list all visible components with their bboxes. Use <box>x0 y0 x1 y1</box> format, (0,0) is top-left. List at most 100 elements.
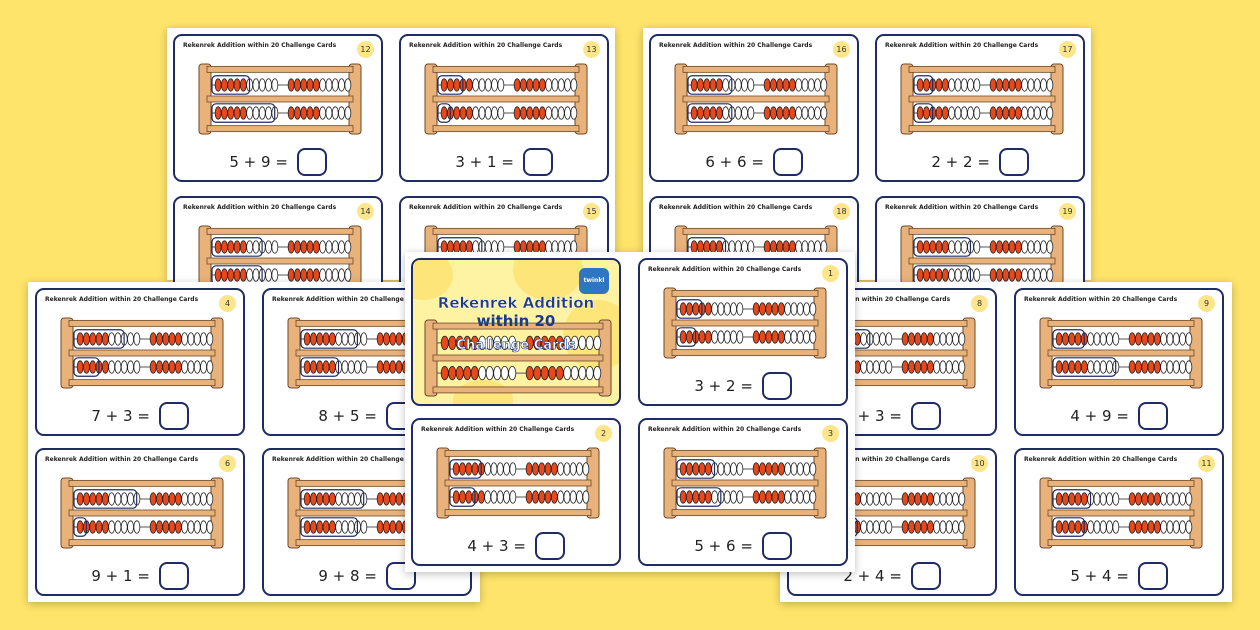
rekenrek-bead <box>908 520 915 534</box>
answer-box[interactable] <box>158 402 189 430</box>
rekenrek-bead <box>252 106 260 120</box>
rekenrek-bead <box>771 302 779 316</box>
rekenrek-bead <box>360 520 368 534</box>
answer-box[interactable] <box>761 532 792 560</box>
answer-box[interactable] <box>158 562 189 590</box>
rekenrek-count-box <box>913 103 934 123</box>
rekenrek-bead <box>1147 520 1155 534</box>
rekenrek-bead <box>715 78 723 92</box>
card-title: Rekenrek Addition within 20 Challenge Ca… <box>797 456 951 463</box>
rekenrek-bead <box>952 492 959 506</box>
answer-box[interactable] <box>761 372 792 400</box>
rekenrek-bead <box>879 332 886 346</box>
answer-box[interactable] <box>296 148 327 176</box>
addend-a: 4 <box>1070 407 1080 425</box>
rekenrek-bead <box>711 490 719 504</box>
rekenrek-bead <box>807 78 815 92</box>
addend-a: 2 <box>843 567 853 585</box>
answer-box[interactable] <box>522 148 553 176</box>
rekenrek-rail-1 <box>1047 349 1195 357</box>
rekenrek-bead <box>989 240 997 254</box>
plus-sign: + <box>852 567 875 585</box>
rekenrek-bead <box>1062 332 1069 346</box>
rekenrek-bead <box>734 78 742 92</box>
rekenrek-bead <box>83 492 90 506</box>
rekenrek-bead <box>545 78 553 92</box>
equals-sign: = <box>132 407 155 425</box>
card-title: Rekenrek Addition within 20 Challenge Ca… <box>409 204 563 211</box>
rekenrek-bead <box>796 490 804 504</box>
rekenrek-bead <box>1008 268 1016 282</box>
rekenrek-bead <box>1074 360 1082 374</box>
rekenrek-bead <box>550 462 558 476</box>
rekenrek-bead <box>239 106 247 120</box>
rekenrek-bead <box>967 78 974 92</box>
rekenrek-bead <box>341 492 349 506</box>
rekenrek-bead <box>156 332 163 346</box>
rekenrek-bead <box>1128 492 1136 506</box>
answer-box[interactable] <box>385 562 416 590</box>
answer-box[interactable] <box>998 148 1029 176</box>
rekenrek-bead <box>926 360 934 374</box>
answer-box[interactable] <box>910 402 941 430</box>
rekenrek-bead <box>1106 332 1113 346</box>
rekenrek-bead <box>338 106 345 120</box>
rekenrek-bead <box>1153 520 1161 534</box>
rekenrek-bead <box>440 106 448 120</box>
rekenrek-bead <box>1153 360 1161 374</box>
rekenrek-bead <box>484 462 492 476</box>
rekenrek-bead <box>935 78 943 92</box>
rekenrek-bead <box>954 268 962 282</box>
cover-rekenrek-rail-1 <box>432 354 604 362</box>
rekenrek-bead <box>294 268 301 282</box>
rekenrek-bead <box>765 330 773 344</box>
rekenrek-bead <box>520 78 527 92</box>
rekenrek-bead <box>933 360 941 374</box>
rekenrek-bead <box>181 332 189 346</box>
rekenrek-bead <box>570 106 578 120</box>
addend-a: 5 <box>694 537 704 555</box>
rekenrek-bead <box>939 332 947 346</box>
card-number-badge: 19 <box>1059 203 1076 220</box>
cover-title-line1: Rekenrek Addition <box>437 294 595 312</box>
rekenrek-illustration <box>663 287 827 359</box>
addend-a: 6 <box>705 153 715 171</box>
plus-sign: + <box>327 407 350 425</box>
rekenrek-bead <box>344 78 352 92</box>
answer-box[interactable] <box>1137 402 1168 430</box>
rekenrek-bead <box>777 330 785 344</box>
rekenrek-count-box <box>300 517 359 537</box>
rekenrek-bead <box>679 330 687 344</box>
rekenrek-bead <box>809 462 817 476</box>
rekenrek-bead <box>503 462 510 476</box>
rekenrek-bead <box>1093 332 1101 346</box>
rekenrek-bead <box>214 268 222 282</box>
rekenrek-bead <box>790 490 798 504</box>
rekenrek-bead <box>1147 492 1155 506</box>
rekenrek-bead <box>497 106 505 120</box>
rekenrek-bead <box>360 332 368 346</box>
rekenrek-bead <box>752 462 760 476</box>
rekenrek-bead <box>741 106 748 120</box>
rekenrek-bead <box>1099 520 1107 534</box>
rekenrek-bead <box>306 240 314 254</box>
rekenrek-bead <box>168 360 176 374</box>
rekenrek-bead <box>497 78 505 92</box>
rekenrek-bead <box>945 332 953 346</box>
rekenrek-bead <box>214 106 222 120</box>
answer-box[interactable] <box>910 562 941 590</box>
answer-box[interactable] <box>772 148 803 176</box>
answer-box[interactable] <box>534 532 565 560</box>
addition-equation: 5 + 6 = <box>640 532 846 560</box>
challenge-card-6: Rekenrek Addition within 20 Challenge Ca… <box>35 448 245 596</box>
rekenrek-bead <box>989 78 997 92</box>
rekenrek-bead <box>447 78 454 92</box>
cover-title-line3: Challenge Cards <box>456 338 576 354</box>
rekenrek-bead <box>920 360 928 374</box>
addend-b: 9 <box>261 153 271 171</box>
answer-box[interactable] <box>1137 562 1168 590</box>
rekenrek-bead <box>790 462 798 476</box>
rekenrek-bead <box>820 106 828 120</box>
rekenrek-bead <box>752 330 760 344</box>
rekenrek-bead <box>127 492 134 506</box>
